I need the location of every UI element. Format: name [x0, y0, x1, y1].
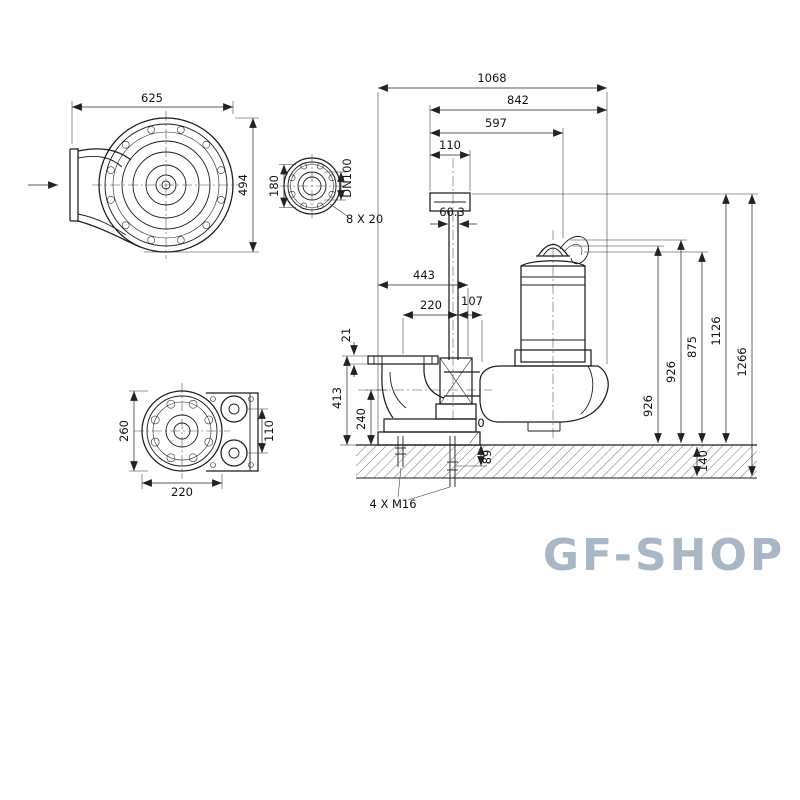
dim-outlet-height: 240: [354, 408, 368, 430]
dim-rail-height: 1126: [709, 316, 723, 345]
dim-datum: 0: [477, 416, 484, 430]
dim-base-width: 443: [413, 268, 435, 282]
flange-side-view: 180 DN100 8 X 20: [267, 154, 383, 226]
label-anchor-bolts: 4 X M16: [369, 497, 416, 511]
dim-nominal-diameter: DN100: [340, 158, 354, 197]
dim-top-width: 625: [141, 91, 163, 105]
flange-front-view: 260 220 110: [117, 383, 276, 499]
pump-body: [439, 236, 609, 432]
foundation: [356, 444, 757, 479]
dim-flange-height: 413: [330, 387, 344, 409]
guide-rail-bracket: [429, 192, 471, 212]
guide-claw-bracket: [206, 392, 259, 472]
front-flange-bolt-holes: [150, 399, 214, 463]
dim-cable-distance: 597: [485, 116, 507, 130]
main-view: 1068 842 597 110 60.3 443 220 107 21 413: [330, 71, 758, 511]
dim-flange-thickness: 21: [339, 328, 353, 343]
dim-front-distance: 842: [507, 93, 529, 107]
dim-front-height: 260: [117, 420, 131, 442]
dim-port-spacing: 110: [262, 420, 276, 442]
dim-total-height: 1266: [735, 347, 749, 376]
dim-anchor-depth: 89: [480, 450, 494, 465]
label-bolt-holes: 8 X 20: [346, 212, 383, 226]
watermark: GF-SHOP: [543, 530, 785, 581]
dim-total-width: 1068: [477, 71, 506, 85]
dim-pump-height-b: 926: [641, 395, 655, 417]
dim-rail-offset: 107: [461, 294, 483, 308]
flange-bolt-holes: [288, 162, 336, 210]
dim-rail-od: 60.3: [439, 205, 465, 219]
dim-flange-offset: 220: [420, 298, 442, 312]
dim-foundation-depth: 140: [696, 450, 710, 472]
dim-pump-height-a: 926: [664, 361, 678, 383]
guide-rail: [448, 211, 459, 360]
top-view: 625 494: [28, 91, 259, 259]
dim-top-height: 494: [236, 174, 250, 196]
suction-elbow: [69, 148, 141, 248]
dim-cable-height: 875: [685, 336, 699, 358]
top-view-bolt-holes: [107, 126, 225, 244]
dim-front-width: 220: [171, 485, 193, 499]
dim-bolt-circle: 180: [267, 175, 281, 197]
cable: [559, 236, 589, 265]
volute: [479, 365, 609, 423]
dim-bracket-width: 110: [439, 138, 461, 152]
